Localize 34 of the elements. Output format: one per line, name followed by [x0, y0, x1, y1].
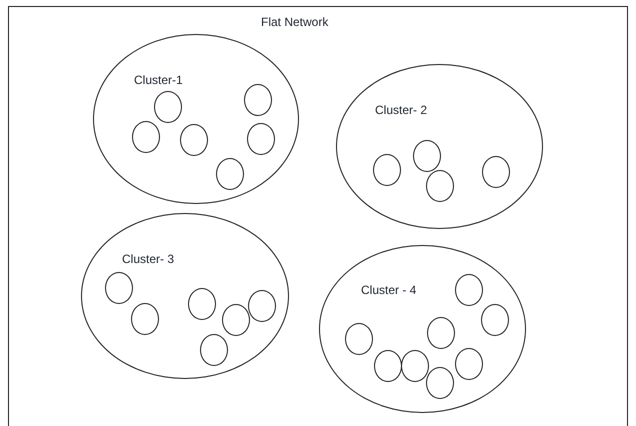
node-circle [244, 84, 272, 116]
node-circle [401, 350, 429, 382]
node-circle [374, 350, 402, 382]
node-circle [188, 288, 216, 320]
cluster-ellipse [93, 34, 299, 204]
node-circle [426, 170, 454, 202]
node-circle [455, 348, 483, 380]
cluster-ellipse [319, 245, 526, 413]
node-circle [481, 304, 509, 336]
cluster-label: Cluster- 3 [122, 252, 174, 266]
node-circle [222, 304, 250, 336]
cluster-label: Cluster - 4 [361, 283, 416, 297]
node-circle [248, 290, 276, 322]
cluster-label: Cluster-1 [134, 73, 183, 87]
node-circle [345, 323, 373, 355]
node-circle [180, 124, 208, 156]
cluster-ellipse [336, 64, 543, 229]
node-circle [216, 158, 244, 190]
node-circle [131, 303, 159, 335]
node-circle [426, 367, 454, 399]
node-circle [482, 156, 510, 188]
node-circle [373, 154, 401, 186]
node-circle [132, 121, 160, 153]
node-circle [154, 91, 182, 123]
node-circle [413, 140, 441, 172]
node-circle [247, 123, 275, 155]
cluster-label: Cluster- 2 [375, 103, 428, 117]
network-boundary-box [8, 6, 628, 426]
node-circle [427, 317, 455, 349]
node-circle [105, 272, 133, 304]
cluster-ellipse [81, 213, 289, 379]
node-circle [200, 334, 228, 366]
node-circle [455, 274, 483, 306]
network-title: Flat Network [261, 15, 328, 29]
